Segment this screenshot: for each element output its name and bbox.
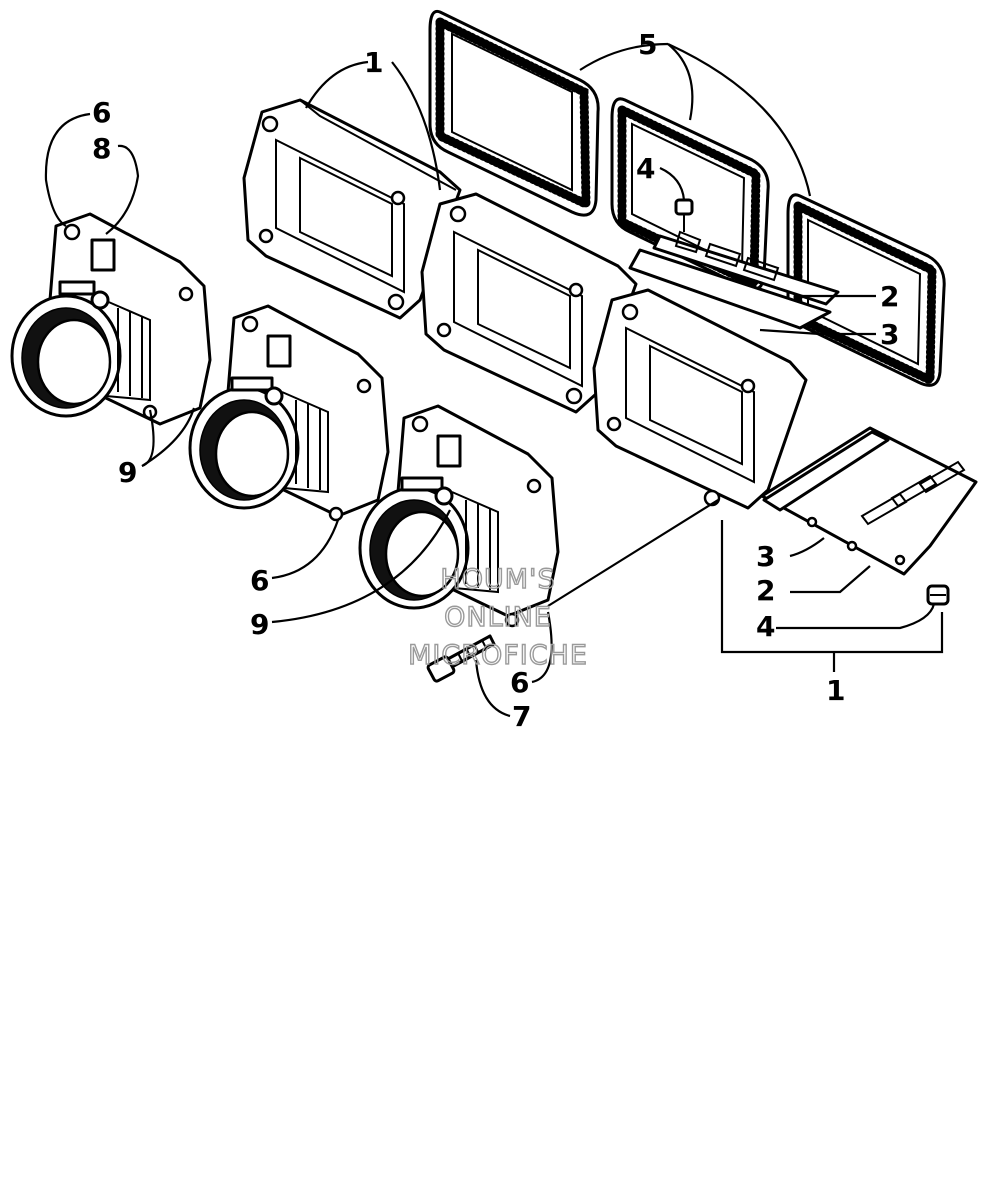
watermark-line-3: MICROFICHE [408,640,588,671]
reed-block-rear [242,98,462,320]
watermark: HOUM'S ONLINE MICROFICHE [407,563,588,671]
watermark-line-1: HOUM'S [440,564,555,595]
callout-8: 8 [92,132,111,165]
throttle-flange-middle [188,304,390,522]
callout-6-left: 6 [92,96,111,129]
callout-4-bottom: 4 [756,610,775,643]
watermark-line-2: ONLINE [444,602,552,633]
screw-exploded [926,584,950,606]
callout-3-top: 3 [880,318,899,351]
reed-block-middle [420,192,638,414]
leader-lines [44,42,944,718]
callout-9-left: 9 [118,456,137,489]
reed-block-front [592,288,808,510]
reed-petal-top [628,230,840,330]
callout-4-top: 4 [636,152,655,185]
callout-1-top: 1 [364,46,383,79]
reed-petal-exploded [760,426,978,576]
callout-2-top: 2 [880,280,899,313]
gasket-rear [428,9,600,217]
gasket-middle [610,97,770,292]
bolt [426,634,496,683]
throttle-flange-left [10,212,212,426]
callouts: 1 1 2 2 3 3 4 4 5 6 6 6 7 8 9 9 [92,28,899,733]
throttle-flange-front [358,404,560,628]
callout-5: 5 [638,28,657,61]
callout-9-middle: 9 [250,608,269,641]
callout-6-front: 6 [510,666,529,699]
callout-1-bottom: 1 [826,674,845,707]
callout-3-bottom: 3 [756,540,775,573]
callout-6-middle: 6 [250,564,269,597]
callout-2-bottom: 2 [756,574,775,607]
callout-7: 7 [512,700,531,733]
